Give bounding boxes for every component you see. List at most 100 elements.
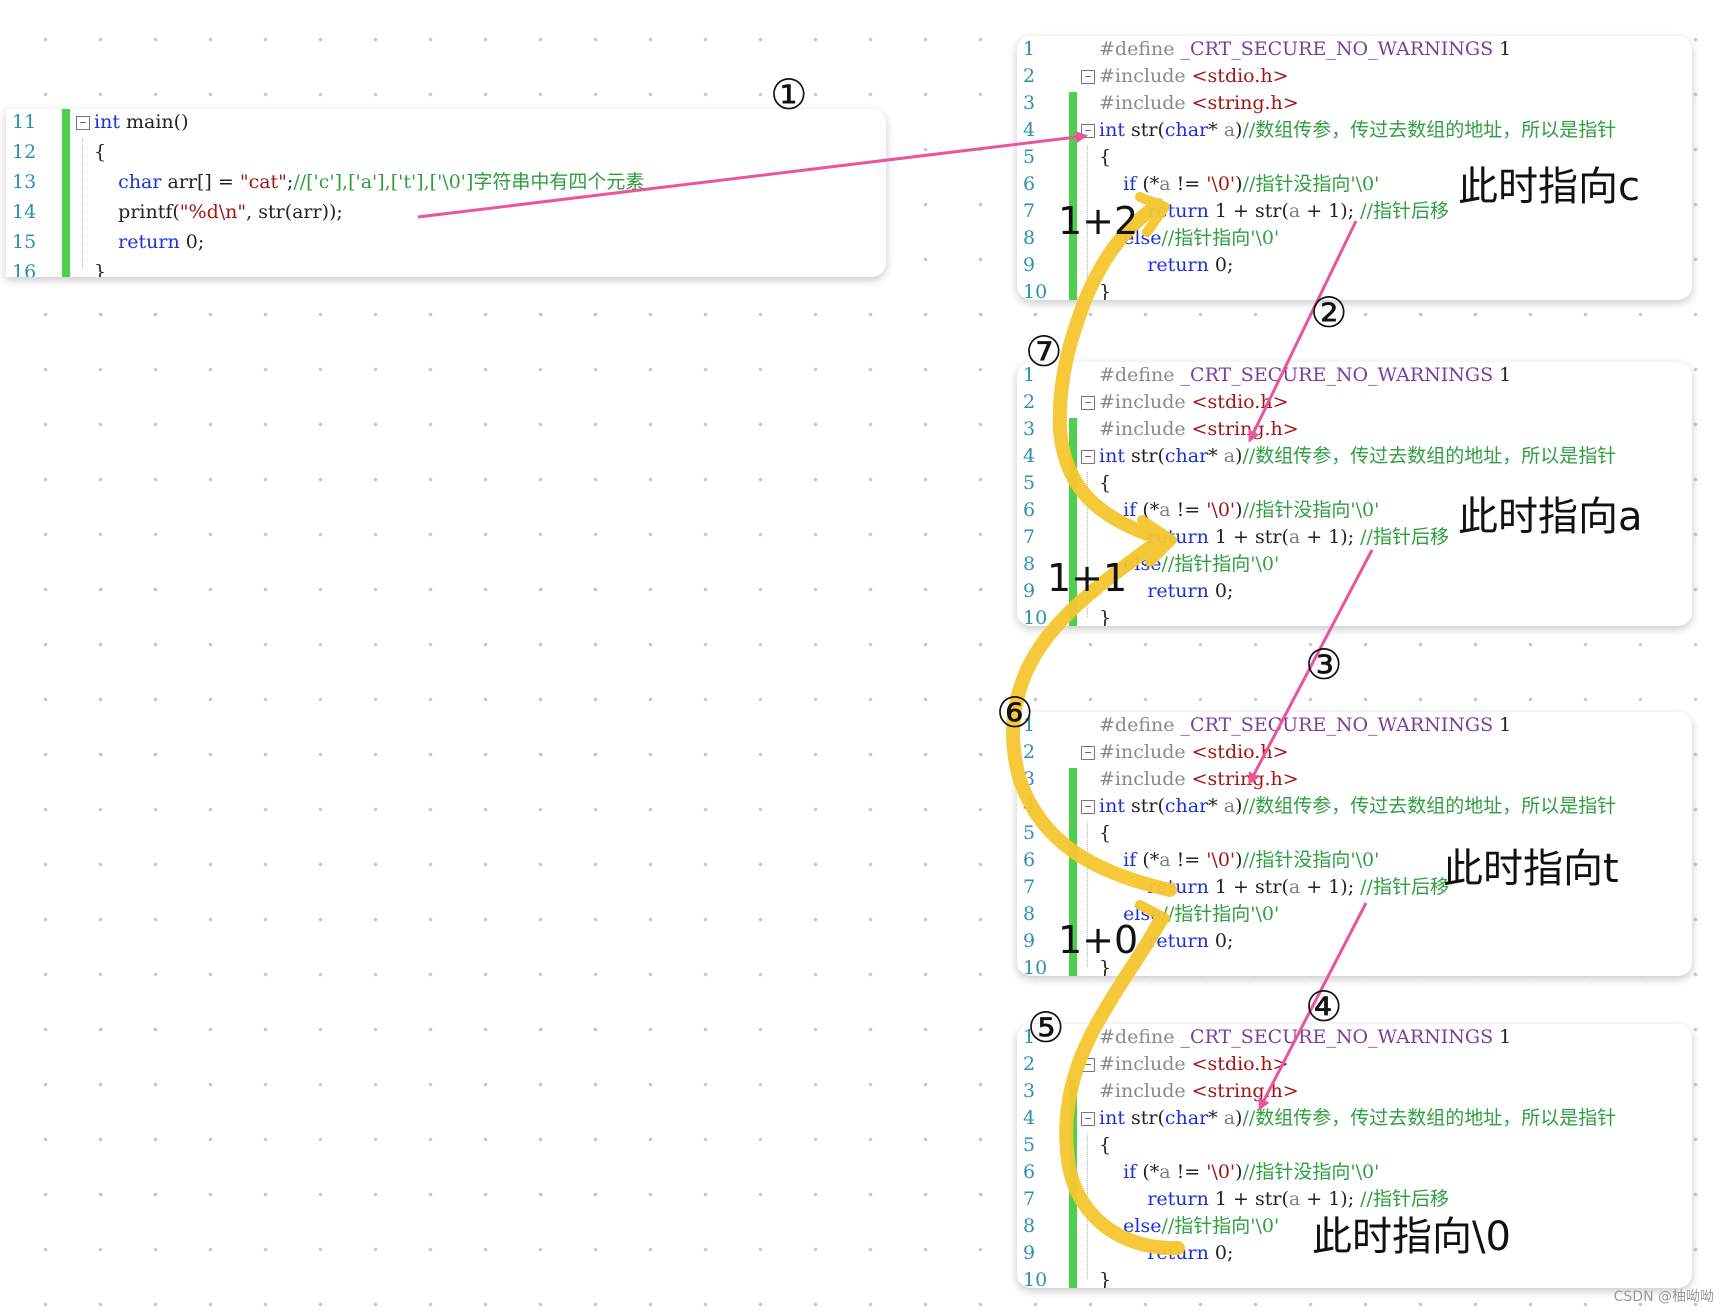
code-line: 10} bbox=[1017, 279, 1692, 300]
code-token: #include bbox=[1099, 741, 1192, 763]
line-number: 6 bbox=[1023, 1161, 1036, 1183]
step-number-1: ① bbox=[770, 70, 808, 119]
line-number: 14 bbox=[12, 201, 37, 223]
line-number: 5 bbox=[1023, 1134, 1036, 1156]
code-token: ) bbox=[1235, 173, 1243, 195]
code-text: #include <stdio.h> bbox=[1099, 1051, 1289, 1078]
code-token: { bbox=[1099, 472, 1112, 494]
indent-guide bbox=[1087, 472, 1088, 617]
code-token: a bbox=[1288, 1188, 1301, 1210]
code-token: + 1); bbox=[1300, 1188, 1361, 1210]
code-token: return bbox=[1147, 930, 1209, 952]
code-line: 10} bbox=[1017, 605, 1692, 626]
code-token: //指针指向'\0' bbox=[1161, 903, 1280, 925]
code-text: #define _CRT_SECURE_NO_WARNINGS 1 bbox=[1099, 36, 1511, 63]
line-number: 3 bbox=[1023, 92, 1036, 114]
collapse-toggle-icon[interactable]: − bbox=[1081, 800, 1095, 814]
code-token: 1 + str( bbox=[1208, 200, 1289, 222]
call-arrow-1 bbox=[417, 131, 1088, 219]
code-text: int str(char* a)//数组传参，传过去数组的地址，所以是指针 bbox=[1099, 443, 1616, 470]
code-line: 9 return 0; bbox=[1017, 252, 1692, 279]
code-token: char bbox=[1164, 445, 1209, 467]
collapse-toggle-icon[interactable]: − bbox=[1081, 450, 1095, 464]
line-number: 2 bbox=[1023, 1053, 1036, 1075]
code-token: <stdio.h> bbox=[1191, 1053, 1289, 1075]
code-token: + 1); bbox=[1300, 526, 1361, 548]
code-token: _CRT_SECURE_NO_WARNINGS bbox=[1180, 714, 1494, 736]
code-token: #include bbox=[1099, 768, 1192, 790]
code-token: 1 bbox=[1493, 364, 1512, 386]
code-token: str( bbox=[1124, 445, 1165, 467]
indent-guide bbox=[1087, 822, 1088, 967]
line-number: 16 bbox=[12, 261, 37, 277]
code-token: } bbox=[1099, 607, 1112, 626]
code-token: a bbox=[1159, 173, 1171, 195]
code-token: int bbox=[1099, 119, 1125, 141]
code-token: //指针指向'\0' bbox=[1161, 1215, 1280, 1237]
code-token: != bbox=[1170, 173, 1207, 195]
code-token: //数组传参，传过去数组的地址，所以是指针 bbox=[1242, 445, 1617, 467]
code-token: //指针没指向'\0' bbox=[1242, 499, 1380, 521]
sum-label-1-plus-1: 1+1 bbox=[1047, 556, 1128, 600]
code-text: } bbox=[1099, 955, 1111, 976]
code-text: { bbox=[94, 139, 106, 166]
code-token: int bbox=[1099, 445, 1125, 467]
collapse-toggle-icon[interactable]: − bbox=[76, 116, 90, 130]
pointer-label-c: 此时指向c bbox=[1458, 164, 1640, 210]
code-line: 10} bbox=[1017, 955, 1692, 976]
collapse-toggle-icon[interactable]: − bbox=[1081, 396, 1095, 410]
code-token: (* bbox=[1136, 1161, 1160, 1183]
code-text: if (*a != '\0')//指针没指向'\0' bbox=[1099, 497, 1379, 524]
code-line: 1#define _CRT_SECURE_NO_WARNINGS 1 bbox=[1017, 362, 1692, 389]
code-text: if (*a != '\0')//指针没指向'\0' bbox=[1099, 1159, 1379, 1186]
code-token: a bbox=[1159, 849, 1171, 871]
code-line: 8 else//指针指向'\0' bbox=[1017, 1213, 1692, 1240]
code-token: return bbox=[1147, 254, 1209, 276]
collapse-toggle-icon[interactable]: − bbox=[1081, 746, 1095, 760]
code-token: { bbox=[1099, 146, 1112, 168]
indent-guide bbox=[82, 139, 83, 269]
code-token: int bbox=[1099, 1107, 1125, 1129]
return-curve-6 bbox=[1006, 533, 1177, 897]
code-line: 14 printf("%d\n", str(arr)); bbox=[6, 199, 886, 226]
code-line: 2#include <stdio.h>− bbox=[1017, 1051, 1692, 1078]
code-line: 15 return 0; bbox=[6, 229, 886, 256]
line-number: 8 bbox=[1023, 1215, 1036, 1237]
line-number: 6 bbox=[1023, 173, 1036, 195]
code-line: 1#define _CRT_SECURE_NO_WARNINGS 1 bbox=[1017, 712, 1692, 739]
code-token: #include bbox=[1099, 418, 1192, 440]
code-token: ) bbox=[1235, 499, 1243, 521]
code-token: * bbox=[1208, 795, 1224, 817]
code-token: str( bbox=[1124, 795, 1165, 817]
code-token: ) bbox=[1235, 849, 1243, 871]
code-token: , str(arr)); bbox=[246, 201, 343, 223]
code-text: printf("%d\n", str(arr)); bbox=[94, 199, 343, 226]
line-number: 10 bbox=[1023, 281, 1048, 300]
code-token: 0; bbox=[179, 231, 205, 253]
line-number: 3 bbox=[1023, 1080, 1036, 1102]
code-token: 0; bbox=[1208, 1242, 1234, 1264]
code-token: a bbox=[1223, 795, 1236, 817]
code-token: (* bbox=[1136, 499, 1160, 521]
code-token: ) bbox=[1235, 445, 1243, 467]
code-text: return 0; bbox=[1099, 252, 1233, 279]
code-text: { bbox=[1099, 1132, 1111, 1159]
code-token: != bbox=[1170, 1161, 1207, 1183]
code-token: a bbox=[1288, 200, 1301, 222]
code-text: return 0; bbox=[1099, 928, 1233, 955]
collapse-toggle-icon[interactable]: − bbox=[1081, 70, 1095, 84]
code-token: #include bbox=[1099, 92, 1192, 114]
code-token: 0; bbox=[1208, 930, 1234, 952]
code-text: else//指针指向'\0' bbox=[1099, 901, 1279, 928]
change-indicator-bar bbox=[1069, 418, 1077, 626]
code-text: #include <string.h> bbox=[1099, 90, 1299, 117]
code-text: } bbox=[1099, 1267, 1111, 1288]
code-token: a bbox=[1159, 1161, 1171, 1183]
line-number: 1 bbox=[1023, 1026, 1036, 1048]
code-token: _CRT_SECURE_NO_WARNINGS bbox=[1180, 38, 1494, 60]
code-token: return bbox=[1147, 1188, 1209, 1210]
code-text: { bbox=[1099, 470, 1111, 497]
code-text: } bbox=[94, 259, 106, 277]
collapse-toggle-icon[interactable]: − bbox=[1081, 1112, 1095, 1126]
code-token: a bbox=[1223, 445, 1236, 467]
